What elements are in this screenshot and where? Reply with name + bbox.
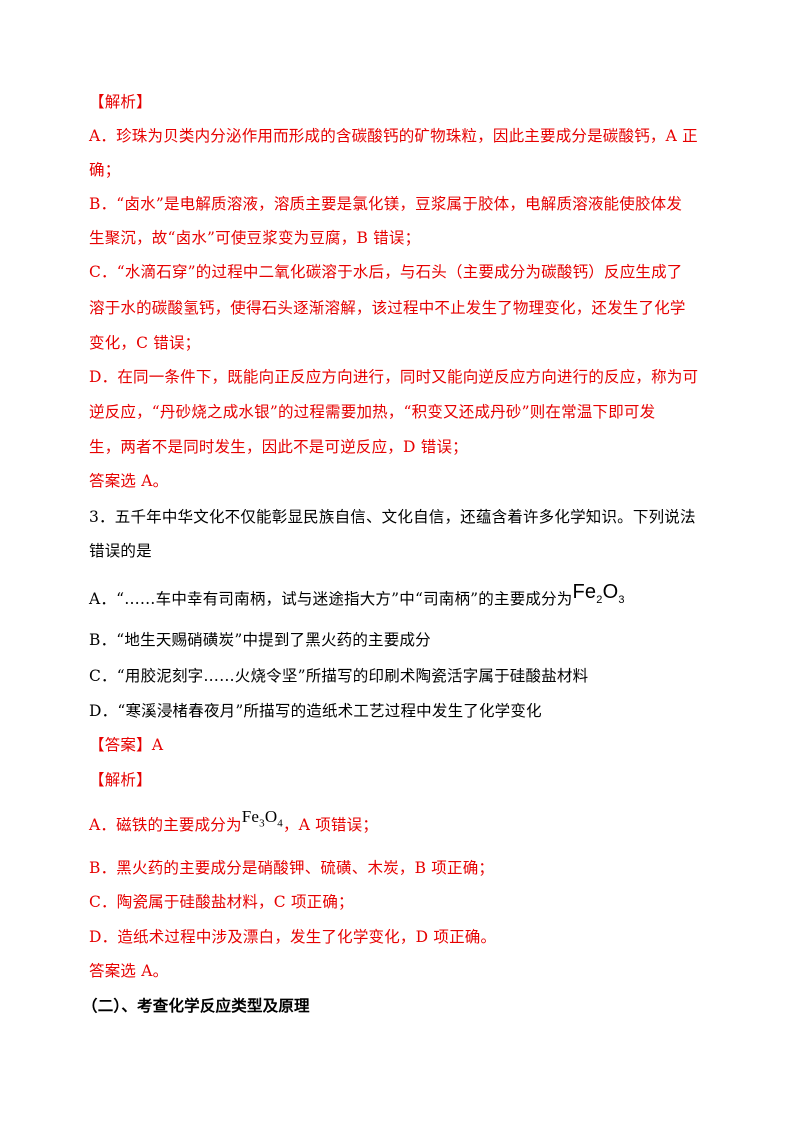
- section-heading: （二）、考查化学反应类型及原理: [82, 996, 310, 1015]
- explanation-line: 变化，C 错误；: [89, 334, 201, 352]
- explanation-answer: 答案选 A。: [89, 962, 169, 980]
- answer-label: 【答案】: [89, 736, 152, 754]
- answer-line: 【答案】A: [89, 735, 163, 755]
- explanation-line-c: C．陶瓷属于硅酸盐材料，C 项正确；: [89, 893, 354, 911]
- option-a: A．“……车中幸有司南柄，试与迷途指大方”中“司南柄”的主要成分为Fe2O3: [89, 582, 625, 616]
- explanation-line-b: B．黑火药的主要成分是硝酸钾、硫磺、木炭，B 项正确；: [89, 859, 495, 877]
- explanation-heading: 【解析】: [89, 771, 152, 789]
- explanation-line: 生聚沉，故“卤水”可使豆浆变为豆腐，B 错误；: [89, 229, 421, 247]
- question-stem: 错误的是: [89, 542, 152, 560]
- explanation-line: 溶于水的碳酸氢钙，使得石头逐渐溶解，该过程中不止发生了物理变化，还发生了化学: [89, 299, 686, 317]
- explanation-line-a: A．磁铁的主要成分为Fe3O4，A 项错误；: [89, 807, 379, 834]
- chemical-formula-fe3o4: Fe3O4: [241, 807, 283, 830]
- explanation-line: A．珍珠为贝类内分泌作用而形成的含碳酸钙的矿物珠粒，因此主要成分是碳酸钙，A 正: [89, 127, 698, 145]
- explanation-line: D．在同一条件下，既能向正反应方向进行，同时又能向逆反应方向进行的反应，称为可: [89, 368, 699, 386]
- question-stem: 3．五千年中华文化不仅能彰显民族自信、文化自信，还蕴含着许多化学知识。下列说法: [89, 508, 696, 526]
- option-a-text: A．“……车中幸有司南柄，试与迷途指大方”中“司南柄”的主要成分为: [89, 590, 573, 608]
- explanation-line: 生，两者不是同时发生，因此不是可逆反应，D 错误；: [89, 438, 468, 456]
- explanation-answer: 答案选 A。: [89, 472, 169, 490]
- explanation-line: B．“卤水”是电解质溶液，溶质主要是氯化镁，豆浆属于胶体，电解质溶液能使胶体发: [89, 195, 683, 213]
- explanation-line: 逆反应，“丹砂烧之成水银”的过程需要加热，“积变又还成丹砂”则在常温下即可发: [89, 403, 656, 421]
- explanation-line-d: D．造纸术过程中涉及漂白，发生了化学变化，D 项正确。: [89, 928, 497, 946]
- chemical-formula-fe2o3: Fe2O3: [572, 581, 625, 606]
- option-b: B．“地生天赐硝磺炭”中提到了黑火药的主要成分: [89, 631, 431, 649]
- explanation-line: C．“水滴石穿”的过程中二氧化碳溶于水后，与石头（主要成分为碳酸钙）反应生成了: [89, 263, 683, 281]
- explanation-heading: 【解析】: [89, 93, 152, 111]
- option-c: C．“用胶泥刻字……火烧令坚”所描写的印刷术陶瓷活字属于硅酸盐材料: [89, 667, 589, 685]
- explanation-line: 确；: [89, 161, 121, 179]
- option-d: D．“寒溪浸楮春夜月”所描写的造纸术工艺过程中发生了化学变化: [89, 702, 542, 720]
- answer-value: A: [151, 736, 164, 754]
